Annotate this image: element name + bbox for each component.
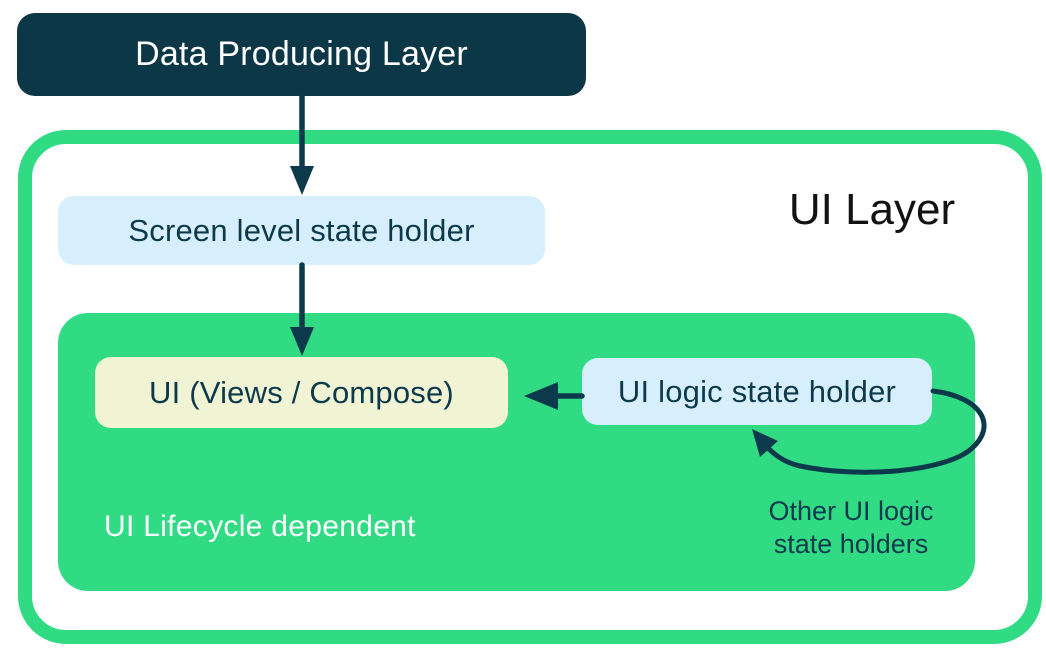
ui-layer-title: UI Layer <box>788 185 956 234</box>
screen-level-state-holder-box: Screen level state holder <box>58 196 545 265</box>
ui-lifecycle-dependent-caption: UI Lifecycle dependent <box>104 510 416 543</box>
data-producing-layer-label: Data Producing Layer <box>135 35 468 73</box>
ui-logic-state-holder-label: UI logic state holder <box>617 373 897 409</box>
ui-logic-state-holder-box: UI logic state holder <box>582 358 932 425</box>
screen-level-state-holder-label: Screen level state holder <box>128 212 475 248</box>
data-producing-layer-box: Data Producing Layer <box>17 13 586 96</box>
ui-views-compose-box: UI (Views / Compose) <box>95 357 508 428</box>
ui-views-compose-label: UI (Views / Compose) <box>149 374 454 410</box>
other-ui-logic-state-holders-note: Other UI logic state holders <box>768 496 934 559</box>
